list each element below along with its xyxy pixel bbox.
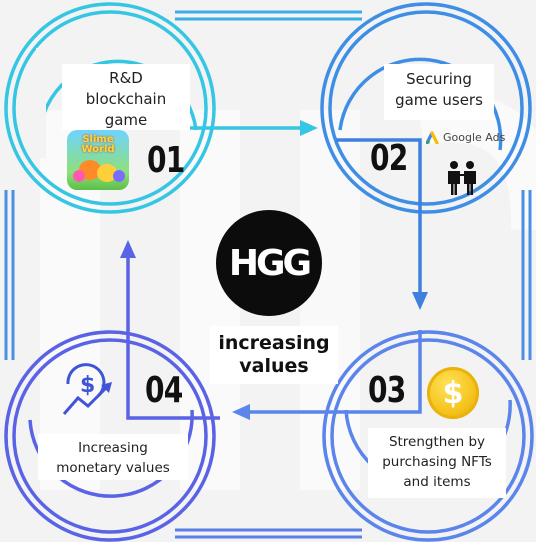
center-caption-line: values <box>239 355 309 377</box>
dollar-coin-icon: $ <box>427 367 479 419</box>
step-04-label-line: Increasing <box>78 440 148 456</box>
step-01-label: R&D blockchain game <box>62 64 190 130</box>
step-02-label-line: Securing <box>406 70 472 88</box>
step-03-label-line: Strengthen by <box>388 434 486 450</box>
step-01-number: 01 <box>147 140 185 181</box>
business-people-icon <box>448 161 476 195</box>
step-01-label-line: blockchain <box>85 90 167 108</box>
google-ads-text: Google Ads <box>443 131 506 144</box>
google-ads-icon: Google Ads <box>426 131 505 144</box>
step-04-label: Increasing monetary values <box>38 434 188 480</box>
money-dollar-glyph: $ <box>80 373 95 398</box>
money-growth-icon: $ <box>62 363 112 415</box>
center-caption-line: increasing <box>218 332 330 354</box>
step-03-label-line: purchasing NFTs <box>382 454 492 470</box>
step-01-label-line: game <box>104 111 148 129</box>
step-03-number: 03 <box>368 370 406 411</box>
center-caption: increasing values <box>210 326 338 384</box>
outer-connectors <box>4 10 532 539</box>
game-icon-title: Slime World <box>81 134 115 155</box>
ring-02 <box>320 2 532 214</box>
hgg-logo: HGG <box>216 210 322 316</box>
step-03-label: Strengthen by purchasing NFTs and items <box>368 428 506 498</box>
step-04-label-line: monetary values <box>56 460 170 476</box>
step-03-label-line: and items <box>403 474 471 490</box>
step-02-label: Securing game users <box>384 64 494 120</box>
google-ads-logo-icon <box>426 131 439 144</box>
step-02-number: 02 <box>370 138 408 179</box>
step-04-number: 04 <box>145 370 183 411</box>
step-01-label-line: R&D <box>109 69 143 87</box>
slime-world-game-icon: Slime World <box>67 130 129 190</box>
hgg-logo-text: HGG <box>228 242 312 284</box>
step-02-label-line: game users <box>395 91 483 109</box>
